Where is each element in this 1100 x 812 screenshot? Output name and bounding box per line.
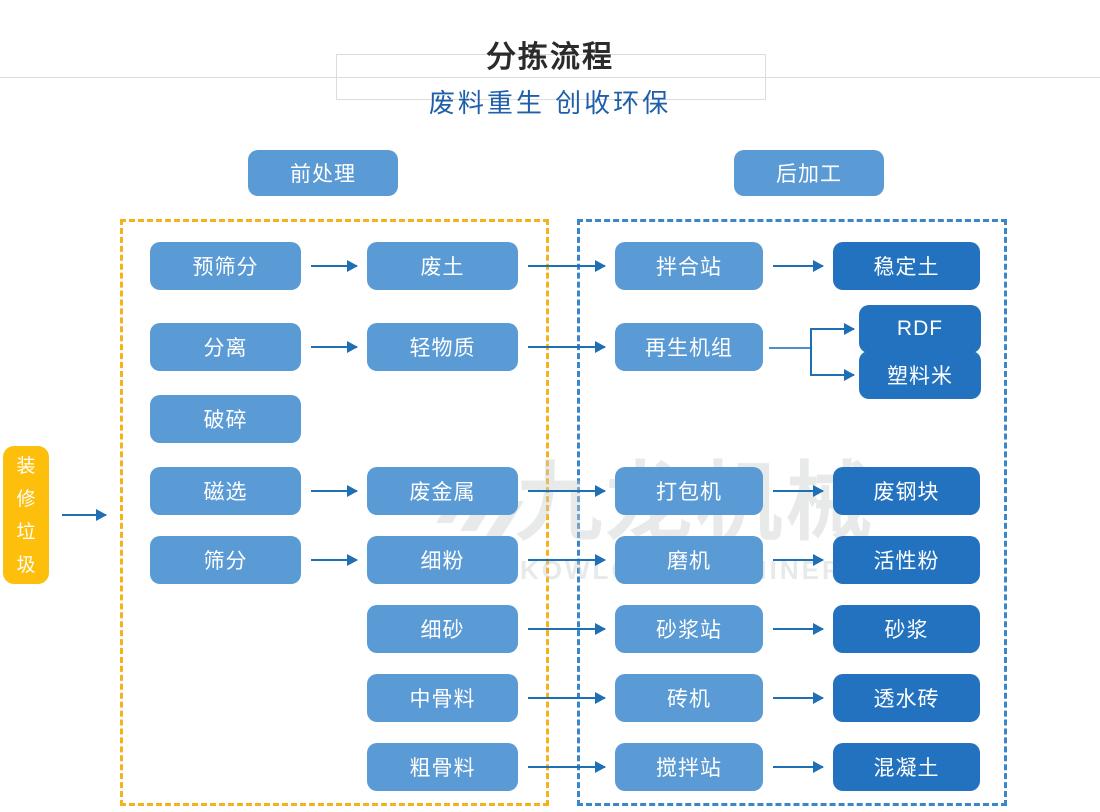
header-divider-line (0, 77, 1100, 78)
node-concrete-station[interactable]: 搅拌站 (615, 743, 763, 791)
node-mortar-station[interactable]: 砂浆站 (615, 605, 763, 653)
node-crushing[interactable]: 破碎 (150, 395, 301, 443)
arrow-finesand-to-mortarstation (528, 623, 606, 635)
node-concrete[interactable]: 混凝土 (833, 743, 980, 791)
group-box-postprocessing (577, 219, 1007, 806)
section-label-postprocessing[interactable]: 后加工 (734, 150, 884, 196)
arrow-recyclingunit-to-rdf (810, 323, 855, 335)
group-box-preprocessing (120, 219, 549, 806)
arrow-input-to-preprocessing (62, 509, 107, 521)
arrow-prescreening-to-wastesoil (311, 260, 358, 272)
arrow-separation-to-lightmaterial (311, 341, 358, 353)
arrow-brickmachine-to-permeablebrick (773, 692, 824, 704)
node-scrap-metal[interactable]: 废金属 (367, 467, 518, 515)
connector-recyclingunit-riser (810, 329, 812, 376)
page-title: 分拣流程 (486, 41, 614, 74)
node-permeable-brick[interactable]: 透水砖 (833, 674, 980, 722)
input-char-3: 垃 (16, 522, 36, 543)
node-pre-screening[interactable]: 预筛分 (150, 242, 301, 290)
node-recycling-unit[interactable]: 再生机组 (615, 323, 763, 371)
node-input-construction-waste[interactable]: 装 修 垃 圾 (3, 446, 49, 584)
node-active-powder[interactable]: 活性粉 (833, 536, 980, 584)
node-fine-powder[interactable]: 细粉 (367, 536, 518, 584)
node-scrap-steel-block[interactable]: 废钢块 (833, 467, 980, 515)
arrow-baler-to-scrapsteelblock (773, 485, 824, 497)
node-separation[interactable]: 分离 (150, 323, 301, 371)
input-char-1: 装 (16, 456, 36, 477)
node-stabilized-soil[interactable]: 稳定土 (833, 242, 980, 290)
arrow-lightmaterial-to-recyclingunit (528, 341, 606, 353)
node-waste-soil[interactable]: 废土 (367, 242, 518, 290)
node-rdf[interactable]: RDF (859, 305, 981, 353)
node-mortar[interactable]: 砂浆 (833, 605, 980, 653)
arrow-scrapmetal-to-baler (528, 485, 606, 497)
arrow-concretestation-to-concrete (773, 761, 824, 773)
node-plastic-pellets[interactable]: 塑料米 (859, 351, 981, 399)
node-sieving[interactable]: 筛分 (150, 536, 301, 584)
node-baler[interactable]: 打包机 (615, 467, 763, 515)
input-char-4: 圾 (16, 555, 36, 576)
arrow-mixingstation-to-stabilizedsoil (773, 260, 824, 272)
header-frame-box (336, 54, 766, 100)
arrow-finepowder-to-grindingmill (528, 554, 606, 566)
arrow-grindingmill-to-activepowder (773, 554, 824, 566)
arrow-wastesoil-to-mixingstation (528, 260, 606, 272)
arrow-sieving-to-finepowder (311, 554, 358, 566)
arrow-coarseaggregate-to-concretestation (528, 761, 606, 773)
node-magnetic-separation[interactable]: 磁选 (150, 467, 301, 515)
section-label-preprocessing[interactable]: 前处理 (248, 150, 398, 196)
node-grinding-mill[interactable]: 磨机 (615, 536, 763, 584)
node-brick-machine[interactable]: 砖机 (615, 674, 763, 722)
node-fine-sand[interactable]: 细砂 (367, 605, 518, 653)
node-coarse-aggregate[interactable]: 粗骨料 (367, 743, 518, 791)
node-light-material[interactable]: 轻物质 (367, 323, 518, 371)
arrow-mediumaggregate-to-brickmachine (528, 692, 606, 704)
arrow-recyclingunit-to-plasticpellets (810, 369, 855, 381)
input-char-2: 修 (16, 489, 36, 510)
node-mixing-station[interactable]: 拌合站 (615, 242, 763, 290)
connector-recyclingunit-stem (769, 347, 811, 349)
arrow-mortarstation-to-mortar (773, 623, 824, 635)
page-subtitle: 废料重生 创收环保 (428, 88, 672, 118)
node-medium-aggregate[interactable]: 中骨料 (367, 674, 518, 722)
arrow-magnetic-to-scrapmetal (311, 485, 358, 497)
